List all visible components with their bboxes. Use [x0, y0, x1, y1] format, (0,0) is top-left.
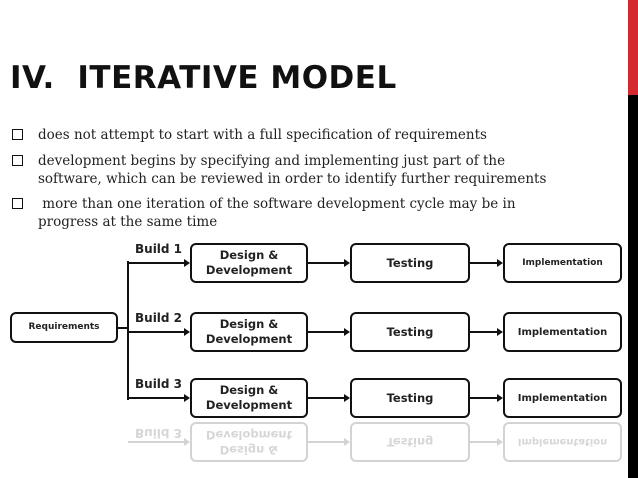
- bullet-item: does not attempt to start with a full sp…: [12, 126, 552, 144]
- slide-title: IV. ITERATIVE MODEL: [10, 60, 397, 96]
- design-development-node: Design & Development: [190, 243, 308, 283]
- implementation-node: Implementation: [503, 422, 622, 462]
- arrow: [308, 394, 350, 402]
- testing-node: Testing: [350, 378, 470, 418]
- implementation-node: Implementation: [503, 243, 622, 283]
- accent-bar-black: [628, 95, 638, 478]
- build-label: Build 1: [135, 242, 183, 256]
- design-development-node: Design & Development: [190, 378, 308, 418]
- accent-bar-red: [628, 0, 638, 95]
- arrow: [470, 441, 501, 443]
- build-label: Build 2: [135, 311, 183, 325]
- requirements-node: Requirements: [10, 312, 118, 343]
- diagram-reflection: Build 3 Design & Development Testing Imp…: [0, 421, 638, 463]
- testing-node: Testing: [350, 422, 470, 462]
- arrow: [470, 328, 503, 336]
- implementation-node: Implementation: [503, 378, 622, 418]
- testing-node: Testing: [350, 243, 470, 283]
- connector-line: [118, 327, 128, 329]
- arrow: [128, 441, 188, 443]
- arrow: [470, 394, 503, 402]
- arrow: [128, 328, 190, 336]
- arrow: [308, 328, 350, 336]
- branch-line: [127, 261, 129, 400]
- arrow: [308, 259, 350, 267]
- bullet-item: development begins by specifying and imp…: [12, 152, 552, 188]
- build-label: Build 3: [135, 426, 183, 440]
- implementation-node: Implementation: [503, 312, 622, 352]
- testing-node: Testing: [350, 312, 470, 352]
- checkbox-square-icon: [12, 129, 23, 140]
- build-label: Build 3: [135, 377, 183, 391]
- arrow: [128, 259, 190, 267]
- checkbox-square-icon: [12, 155, 23, 166]
- checkbox-square-icon: [12, 198, 23, 209]
- arrow: [470, 259, 503, 267]
- arrow: [308, 441, 348, 443]
- design-development-node: Design & Development: [190, 312, 308, 352]
- design-development-node: Design & Development: [190, 422, 308, 462]
- bullet-item: more than one iteration of the software …: [12, 195, 552, 231]
- arrow: [128, 394, 190, 402]
